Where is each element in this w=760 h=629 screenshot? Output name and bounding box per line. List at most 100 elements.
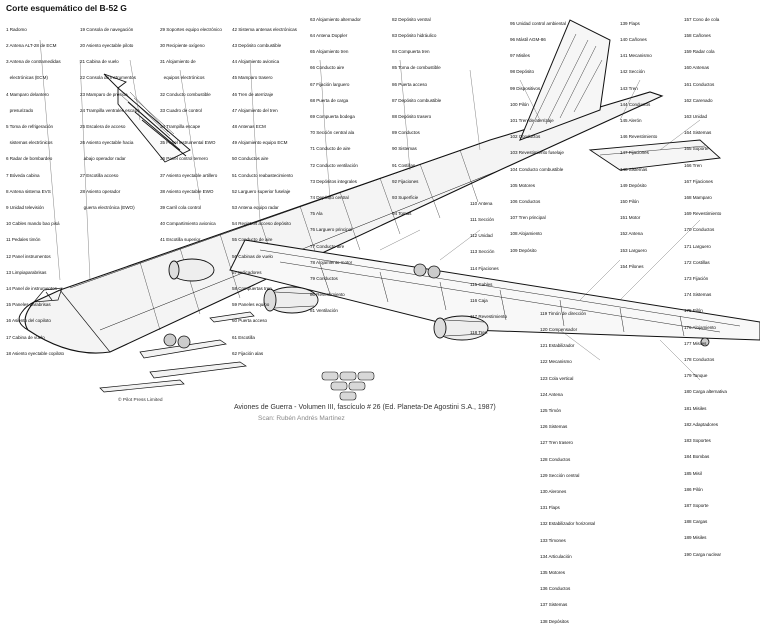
legend-item: 27 Escotilla acceso xyxy=(80,172,119,178)
legend-item: 164 Sistemas xyxy=(684,130,712,136)
legend-item: 50 Conductos aire xyxy=(232,156,269,162)
pilot-press-credit: © Pilot Press Limited xyxy=(118,398,163,403)
legend-item: 115 Cables xyxy=(470,281,493,287)
legend-item: 149 Depósito xyxy=(620,182,647,188)
legend-item: 92 Fijaciones xyxy=(392,178,419,184)
legend-item: 130 Alerones xyxy=(540,489,567,495)
legend-item: 82 Depósito ventral xyxy=(392,16,431,22)
legend-item: 54 Registros acceso depósito xyxy=(232,221,291,227)
legend-item: 147 Fijaciones xyxy=(620,150,649,156)
legend-item: 58 Compuertas tren xyxy=(232,286,272,292)
legend-item: 157 Cono de cola xyxy=(684,16,720,22)
legend-item: 184 Bombas xyxy=(684,454,710,460)
legend-item: 119 Timón de dirección xyxy=(540,310,587,316)
legend-item: 161 Conductos xyxy=(684,81,715,87)
legend-item: 80 Revestimiento xyxy=(310,292,345,298)
legend-item: 181 Misiles xyxy=(684,405,707,411)
legend-item: 145 Alerón xyxy=(620,118,642,124)
legend-item: 166 Tren xyxy=(684,162,702,168)
legend-item: 175 Pilón xyxy=(684,308,703,314)
legend-column-2: 19 Consola de navegación 20 Asiento eyec… xyxy=(80,16,140,216)
legend-item: 185 Misil xyxy=(684,470,702,476)
legend-item: 171 Larguero xyxy=(684,243,711,249)
legend-item: 173 Fijación xyxy=(684,276,709,282)
legend-item: 118 Tren xyxy=(470,330,488,336)
legend-item: 153 Larguero xyxy=(620,247,647,253)
legend-item: 176 Alojamiento xyxy=(684,324,716,330)
legend-item: 76 Larguero principal xyxy=(310,227,353,233)
legend-item: 2 Antena ALT-28 de ECM xyxy=(6,43,57,49)
legend-item: 96 Mástil AGM-86 xyxy=(510,37,546,43)
legend-item: 183 Soportes xyxy=(684,438,711,444)
legend-item: 21 Cabina de vuelo xyxy=(80,59,119,65)
legend-item: 132 Estabilizador horizontal xyxy=(540,521,596,527)
legend-item: 152 Antena xyxy=(620,231,643,237)
legend-item: 49 Alojamiento equipo ECM xyxy=(232,140,288,146)
horizontal-stabilizer xyxy=(588,139,722,171)
legend-item: 71 Conducto de aire xyxy=(310,146,351,152)
legend-item: 57 Indicadores xyxy=(232,269,262,275)
legend-item: 151 Motor xyxy=(620,215,641,221)
legend-item: 162 Carenado xyxy=(684,97,713,103)
legend-item: 141 Mecanismo xyxy=(620,53,652,59)
legend-item: 102 Conductos xyxy=(510,134,541,140)
legend-item: 124 Antena xyxy=(540,391,563,397)
legend-item: 73 Depósitos integrales xyxy=(310,178,357,184)
legend-item: 85 Toma de combustible xyxy=(392,65,441,71)
legend-item: 64 Antena Doppler xyxy=(310,33,348,39)
legend-column-4: 42 Sistema antenas electrónicas 43 Depós… xyxy=(232,16,300,362)
diagram-title: Corte esquemático del B-52 G xyxy=(6,3,127,13)
b52-cutaway-drawing xyxy=(18,19,760,401)
legend-item: 88 Depósito trasero xyxy=(392,114,432,120)
legend-item: 131 Flaps xyxy=(540,505,560,511)
legend-item: 20 Asiento eyectable piloto xyxy=(80,43,134,49)
legend-item: 180 Carga alternativa xyxy=(684,389,727,395)
legend-item: 89 Conductos xyxy=(392,130,420,136)
legend-item: 163 Unidad xyxy=(684,114,707,120)
legend-item: 94 Tomas xyxy=(392,211,412,217)
legend-item: 98 Depósito xyxy=(510,69,534,75)
legend-item: 99 Dispositivos xyxy=(510,85,541,91)
legend-item: 178 Conductos xyxy=(684,357,715,363)
legend-item: 169 Revestimiento xyxy=(684,211,722,217)
legend-item: 5 Toma de refrigeración xyxy=(6,124,54,130)
legend-item: 106 Conductos xyxy=(510,199,541,205)
fuselage xyxy=(18,91,664,354)
legend-item: 135 Motores xyxy=(540,570,565,576)
legend-item: 15 Paneles parabrisas xyxy=(6,302,51,308)
radome xyxy=(18,301,35,331)
legend-item: 56 Cabinas de vuelo xyxy=(232,253,273,259)
leader-lines xyxy=(39,39,701,381)
legend-item: 68 Puerta de carga xyxy=(310,97,349,103)
vertical-tail xyxy=(519,19,611,141)
legend-item: 154 Pilones xyxy=(620,263,644,269)
legend-item: 133 Timones xyxy=(540,537,566,543)
legend-item: 69 Compuerta bodega xyxy=(310,114,355,120)
legend-item: 43 Depósito combustible xyxy=(232,43,282,49)
legend-item: 7 Bóveda cabina xyxy=(6,172,40,178)
legend-item: 148 Sistemas xyxy=(620,166,648,172)
legend-item: 188 Cargas xyxy=(684,519,708,525)
legend-item: 8 Antena sistema EVS xyxy=(6,188,51,194)
legend-item: 53 Antena equipo radar xyxy=(232,205,279,211)
legend-item: 129 Sección central xyxy=(540,472,580,478)
legend-item: 168 Mamparo xyxy=(684,195,712,201)
legend-item: 159 Radar cola xyxy=(684,49,715,55)
legend-item: 90 Sistemas xyxy=(392,146,417,152)
legend-item: 114 Fijaciones xyxy=(470,265,499,271)
legend-item: 172 Costillas xyxy=(684,259,710,265)
legend-item: 112 Unidad xyxy=(470,233,493,239)
cockpit-windows xyxy=(33,287,63,303)
far-wing xyxy=(103,73,191,163)
legend-column-8: 110 Antena 111 Sección 112 Unidad 113 Se… xyxy=(470,190,522,341)
legend-item: 11 Pedales timón xyxy=(6,237,41,243)
publication-credit: Aviones de Guerra - Volumen III, fascícu… xyxy=(234,404,496,411)
legend-item: 74 Depósito central xyxy=(310,195,349,201)
legend-item: equipos electrónicos xyxy=(160,75,205,81)
legend-item: 160 Antenas xyxy=(684,65,709,71)
legend-item: 3 Antena de contramedidas xyxy=(6,59,61,65)
legend-item: 122 Mecanismo xyxy=(540,359,572,365)
legend-item: 63 Alojamiento alternador xyxy=(310,16,361,22)
legend-item: presurizado xyxy=(6,107,34,113)
legend-item: 86 Puerta acceso xyxy=(392,81,427,87)
